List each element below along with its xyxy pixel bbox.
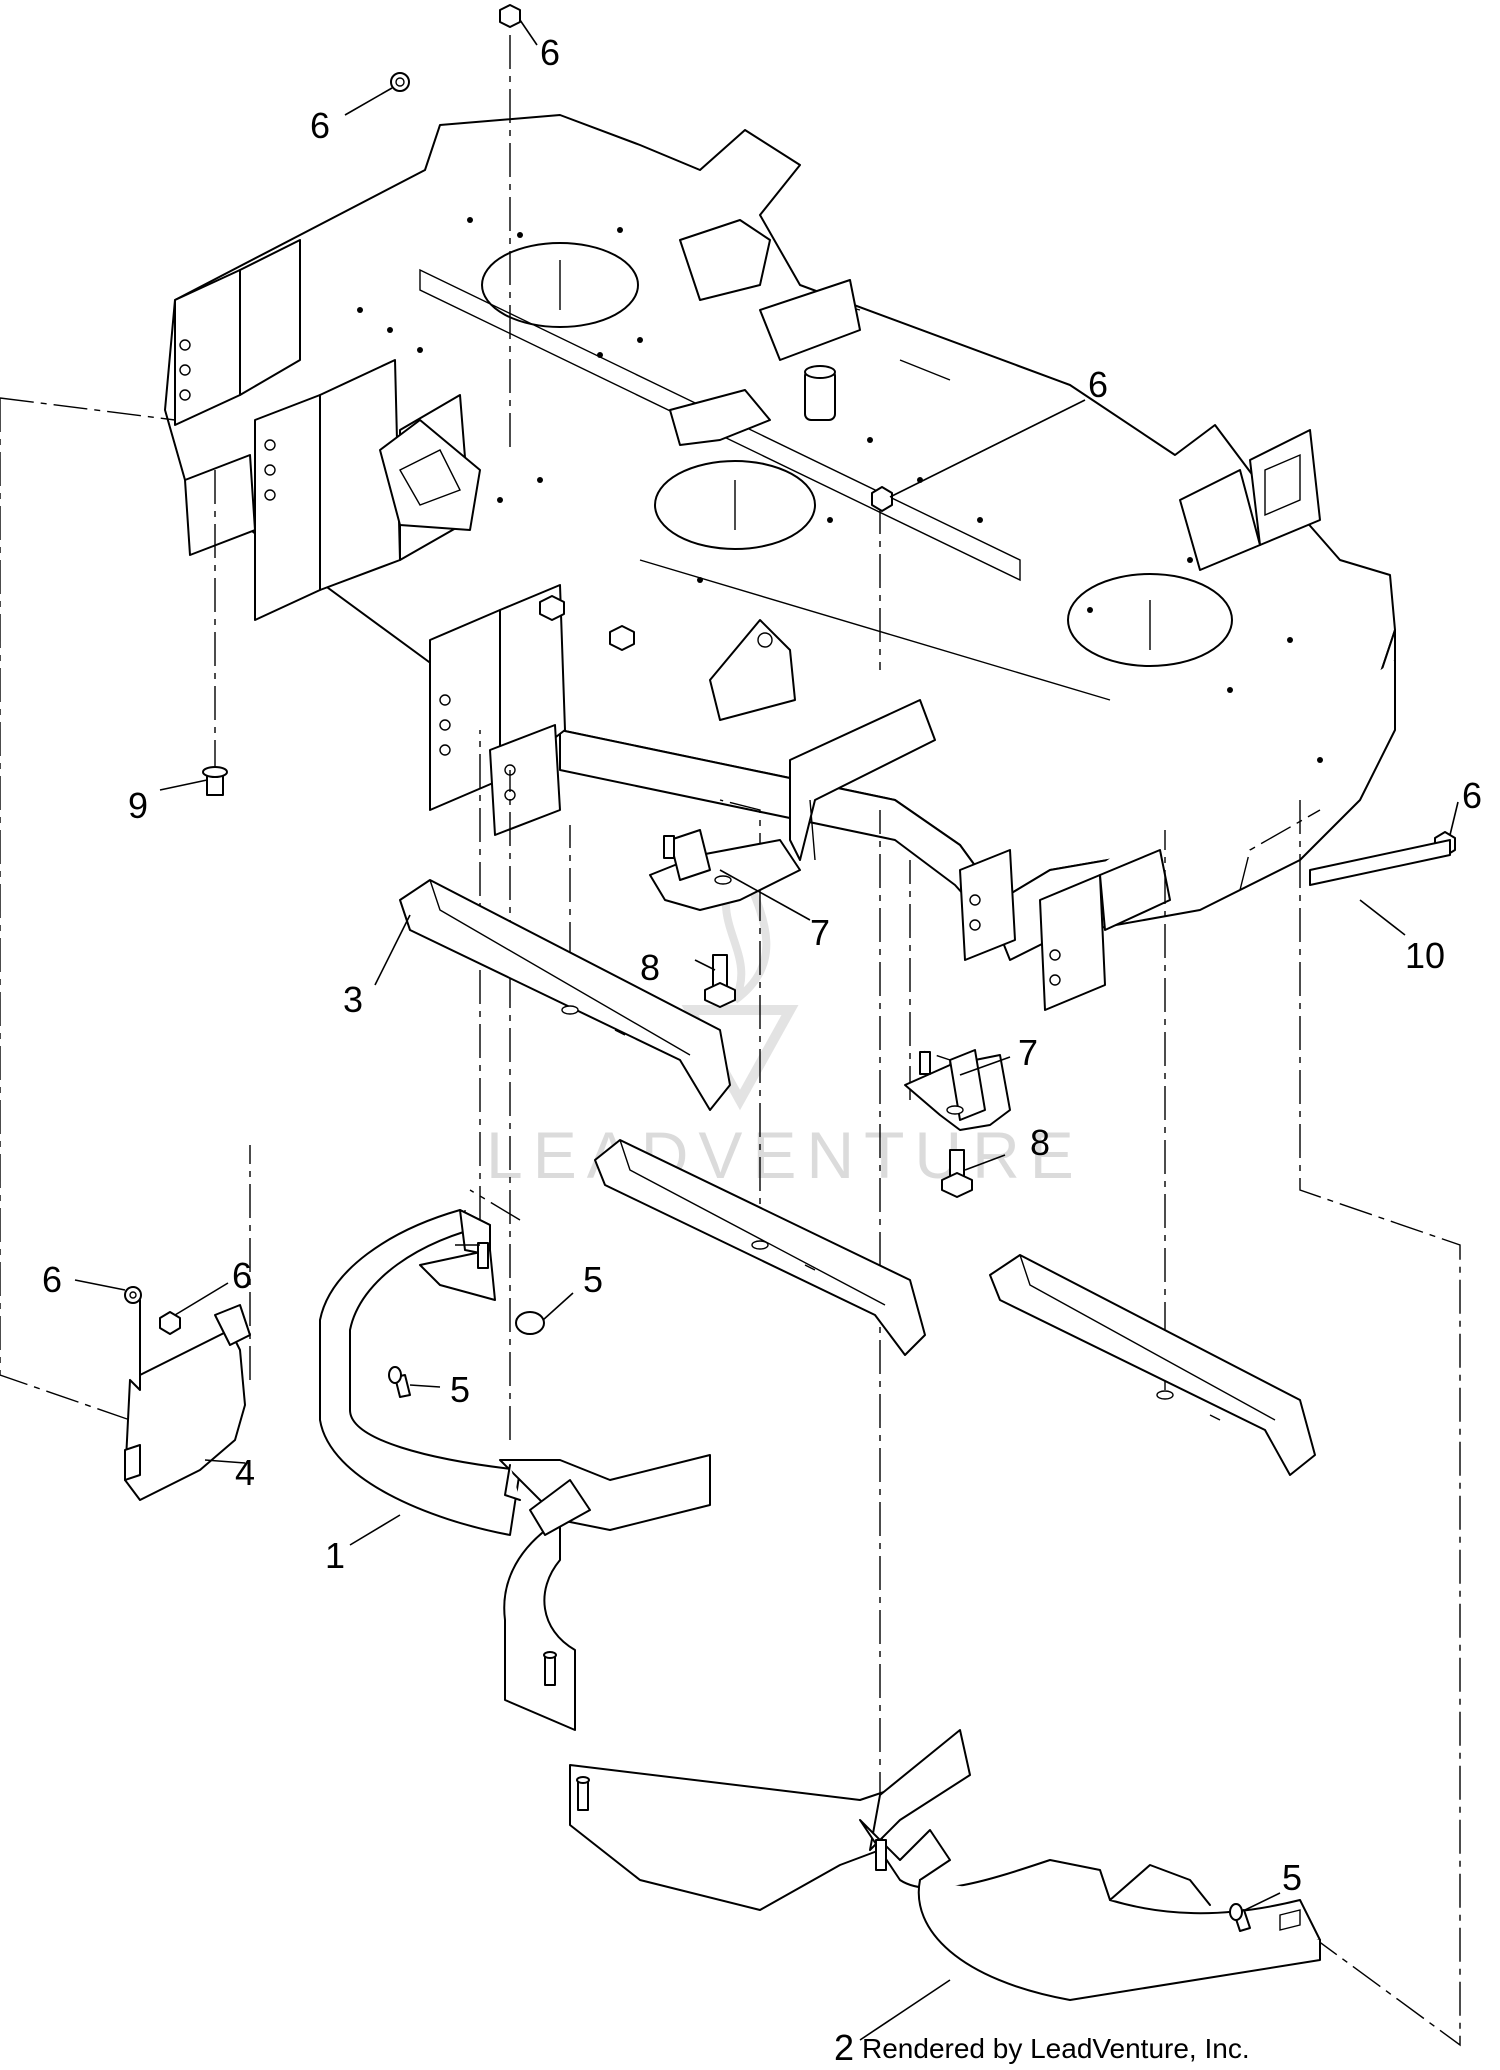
watermark-text: LEADVENTURE xyxy=(486,1118,1084,1192)
callout-5-lower: 5 xyxy=(1282,1857,1302,1898)
hex-bolt-lower xyxy=(941,1149,973,1198)
callout-1: 1 xyxy=(325,1535,345,1576)
callout-6-right: 6 xyxy=(1462,775,1482,816)
callout-5-upper: 5 xyxy=(583,1259,603,1300)
callout-4: 4 xyxy=(235,1452,255,1493)
assembly-guide-lines xyxy=(0,35,1461,2047)
baffle-plug-upper xyxy=(515,1311,545,1335)
mulch-baffle-right xyxy=(569,1729,1321,2001)
callout-8-upper: 8 xyxy=(640,947,660,988)
mower-blade-right xyxy=(989,1254,1316,1476)
callout-5-mid: 5 xyxy=(450,1369,470,1410)
baffle-bolt-mid xyxy=(388,1366,411,1398)
callout-3: 3 xyxy=(343,979,363,1020)
callout-6-mid: 6 xyxy=(1088,364,1108,405)
deck-bolt-holes xyxy=(357,217,1323,763)
mulch-baffle-left xyxy=(319,1209,711,1731)
callout-6-baffle-b: 6 xyxy=(232,1255,252,1296)
render-credit: Rendered by LeadVenture, Inc. xyxy=(862,2033,1250,2064)
callout-6-baffle-a: 6 xyxy=(42,1259,62,1300)
callout-10: 10 xyxy=(1405,935,1445,976)
mower-blade-left xyxy=(399,879,731,1111)
leadventure-watermark: LEADVENTURE xyxy=(486,851,1084,1192)
flange-nut-top xyxy=(499,4,521,28)
callout-6-top: 6 xyxy=(540,32,560,73)
flange-nut-mid xyxy=(871,486,893,512)
callout-7-lower: 7 xyxy=(1018,1032,1038,1073)
decal-strip xyxy=(1309,839,1451,886)
callout-8-lower: 8 xyxy=(1030,1122,1050,1163)
carriage-bolt xyxy=(202,766,228,796)
flange-nut-left xyxy=(390,72,410,92)
mulch-bracket-lower xyxy=(904,1049,1011,1131)
mulch-bracket-upper xyxy=(649,829,801,911)
baffle-bolt-lower xyxy=(1229,1903,1251,1932)
leader-lines xyxy=(74,19,1459,2041)
side-baffle-plate xyxy=(124,1286,251,1501)
callout-6-left: 6 xyxy=(310,105,330,146)
callout-9: 9 xyxy=(128,785,148,826)
mower-deck-housing xyxy=(164,114,1396,1011)
hex-bolt-upper xyxy=(704,954,736,1008)
callout-7-upper: 7 xyxy=(810,912,830,953)
callout-2: 2 xyxy=(834,2027,854,2068)
callout-labels: 6 6 6 6 9 7 8 10 3 7 8 6 6 5 5 4 1 5 2 xyxy=(42,32,1482,2068)
mower-blade-center xyxy=(594,1139,926,1356)
